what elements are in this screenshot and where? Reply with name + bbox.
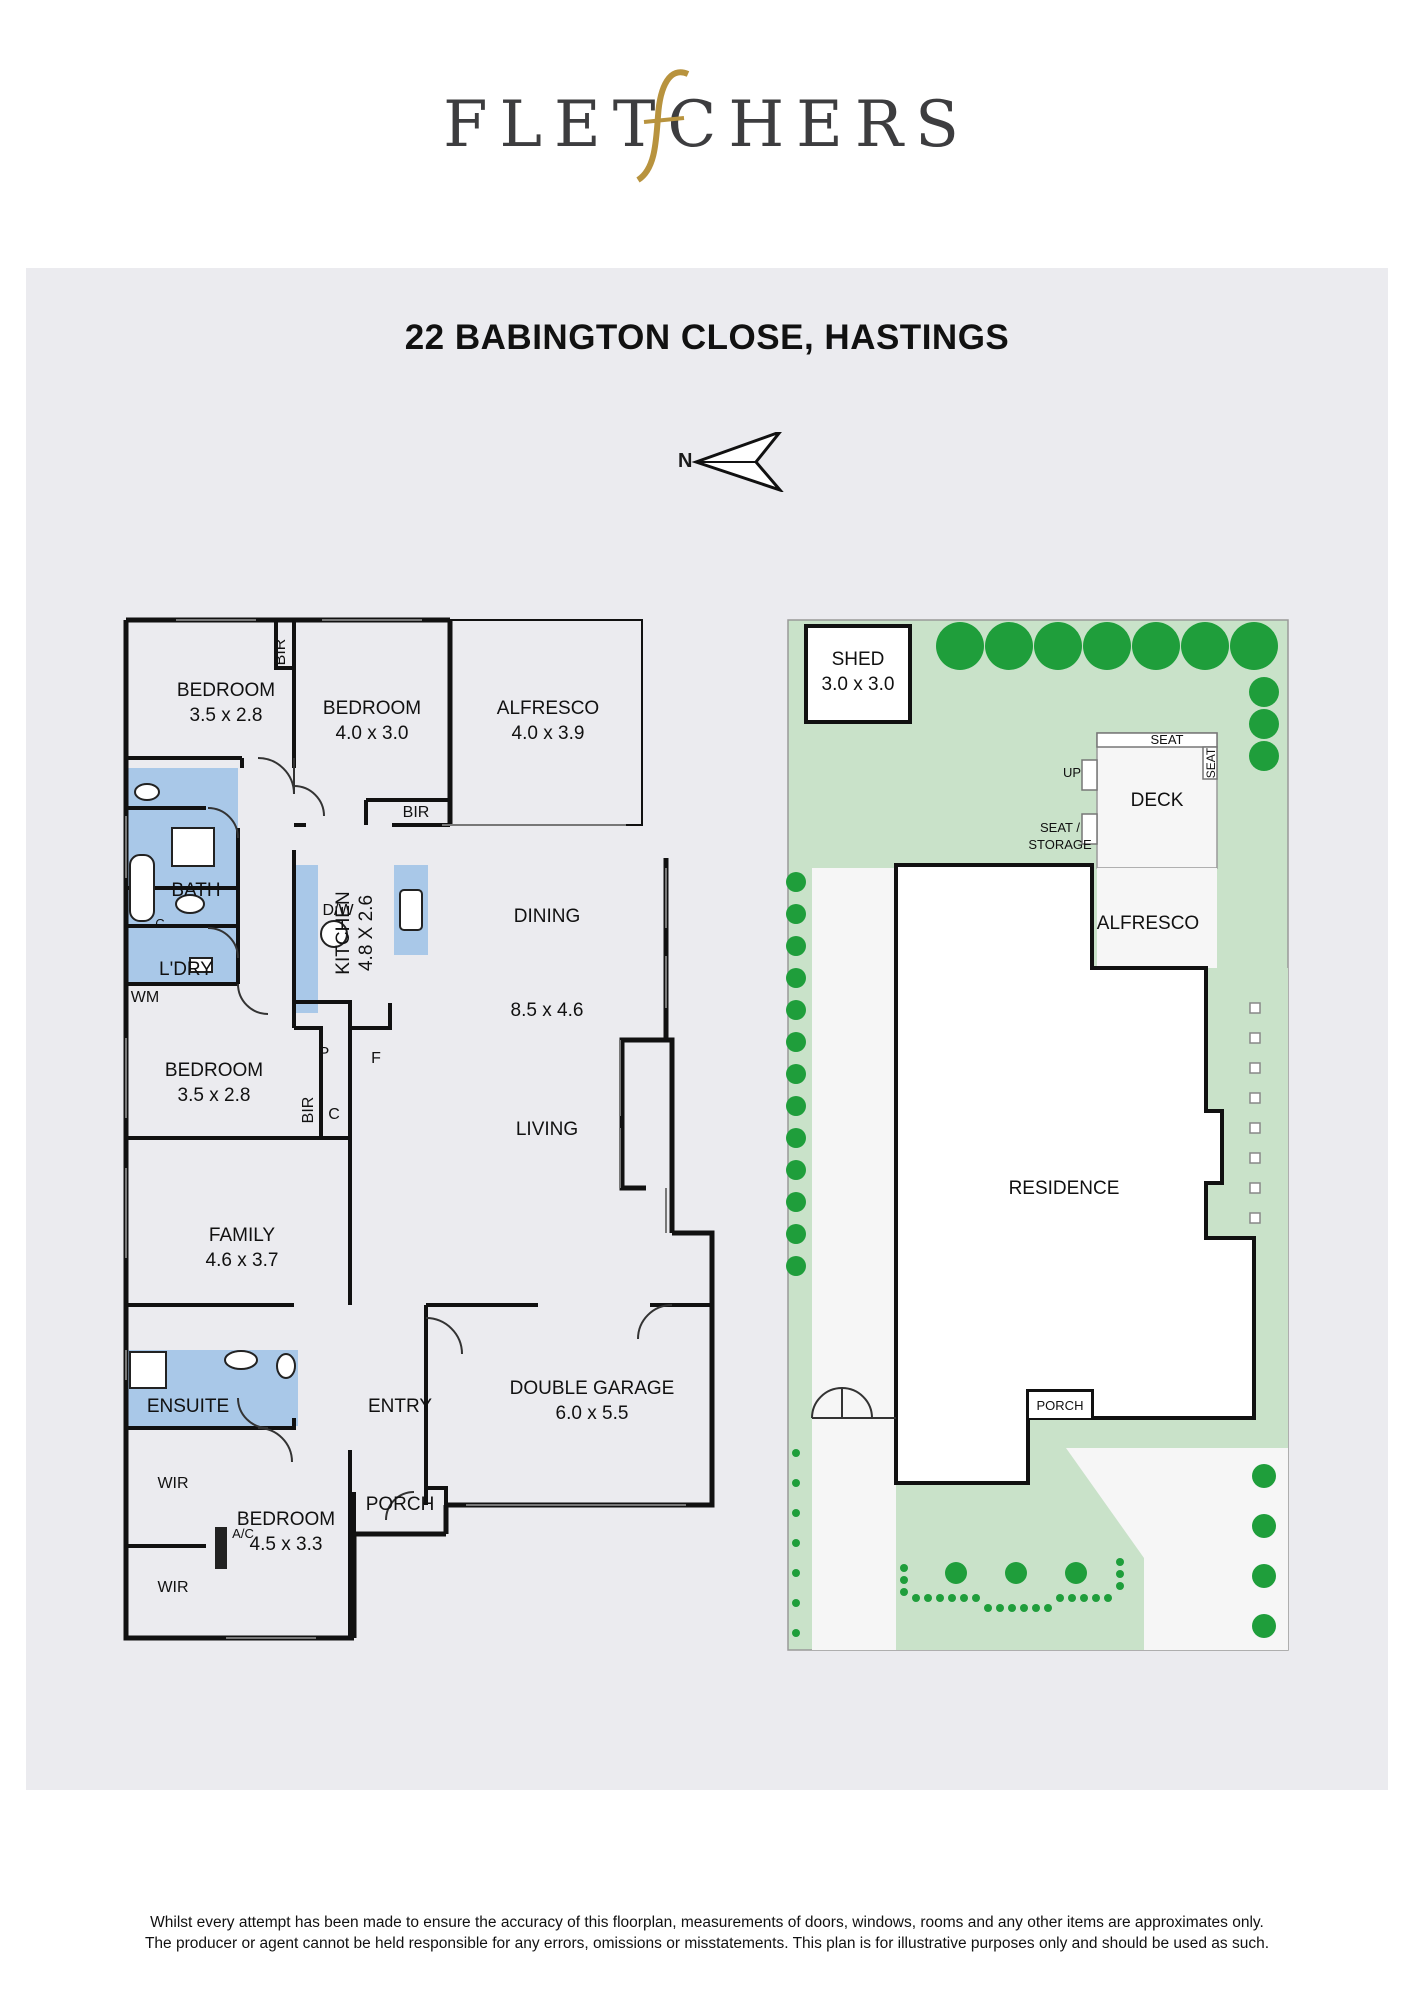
wm-label: WM <box>131 989 159 1006</box>
ensuite-shower-icon <box>129 1351 167 1389</box>
shed <box>804 624 912 724</box>
bathtub-icon <box>129 854 155 922</box>
room-dining-name: DINING <box>514 906 581 927</box>
stepping-stones <box>1249 1002 1261 1224</box>
up-label: UP <box>1063 765 1081 780</box>
compass-label: N <box>678 450 693 472</box>
room-entry-name: ENTRY <box>368 1396 432 1417</box>
ac-unit-icon <box>215 1527 227 1569</box>
laundry-tub-icon <box>189 957 213 973</box>
plan-panel: 22 BABINGTON CLOSE, HASTINGS N <box>26 268 1388 1790</box>
room-alfresco-name: ALFRESCO <box>497 698 599 719</box>
cupboard-label-bath: C <box>155 916 164 931</box>
room-kitchen-size: 4.8 X 2.6 <box>356 895 377 971</box>
site-alfresco-label: ALFRESCO <box>1097 913 1199 934</box>
alfresco-path <box>1097 868 1217 968</box>
cupboard-label-w: C <box>328 1106 340 1123</box>
toilet-icon <box>134 783 160 801</box>
residence-footprint <box>894 863 1256 1485</box>
floor-plan: BEDROOM 3.5 x 2.8 BEDROOM 4.0 x 3.0 ALFR… <box>123 617 715 1641</box>
porch-outline <box>1027 1390 1093 1420</box>
room-alfresco-size: 4.0 x 3.9 <box>512 723 585 744</box>
dining-living-size: 8.5 x 4.6 <box>511 1000 584 1021</box>
room-porch-name: PORCH <box>366 1494 435 1515</box>
logo-text: FLETCHERS <box>443 88 971 162</box>
site-porch-label: PORCH <box>1037 1398 1084 1413</box>
room-bedroom-nw-name: BEDROOM <box>177 680 275 701</box>
brand-logo: FLETCHERS <box>0 69 1414 183</box>
room-family-name: FAMILY <box>209 1225 275 1246</box>
disclaimer-line-2: The producer or agent cannot be held res… <box>144 1935 1270 1952</box>
bir-label-n: BIR <box>403 804 430 821</box>
room-bedroom-n-size: 4.0 x 3.0 <box>336 723 409 744</box>
trees <box>786 622 1279 1638</box>
room-garage-size: 6.0 x 5.5 <box>556 1403 629 1424</box>
shed-size: 3.0 x 3.0 <box>822 674 895 695</box>
fridge-label: F <box>371 1050 381 1067</box>
laundry-area <box>126 926 238 984</box>
interior-walls <box>126 620 712 1638</box>
shower-icon <box>171 827 215 867</box>
pantry-label: P <box>319 1045 330 1062</box>
room-living-name: LIVING <box>516 1119 578 1140</box>
deck-area <box>1096 732 1218 869</box>
room-ensuite-name: ENSUITE <box>147 1396 229 1417</box>
wir-label-2: WIR <box>157 1579 188 1596</box>
compass-arrow-icon <box>691 432 784 492</box>
door-swings <box>207 757 673 1521</box>
disclaimer: Whilst every attempt has been made to en… <box>0 1912 1414 1954</box>
windows <box>125 619 686 1639</box>
residence-label: RESIDENCE <box>1009 1178 1120 1199</box>
site-plan: SHED 3.0 x 3.0 DECK ALFRESCO RESIDENCE S… <box>786 619 1289 1651</box>
kitchen-bench <box>294 865 318 1013</box>
kitchen-sink-icon <box>399 889 423 931</box>
bir-label-nw: BIR <box>272 639 289 666</box>
room-bath-name: BATH <box>171 880 220 901</box>
disclaimer-line-1: Whilst every attempt has been made to en… <box>150 1914 1264 1931</box>
cooktop-icon <box>320 920 348 948</box>
ensuite-basin-icon <box>224 1350 258 1370</box>
room-bedroom-n-name: BEDROOM <box>323 698 421 719</box>
seat-storage-label-2: STORAGE <box>1028 837 1092 852</box>
ac-label: A/C <box>232 1526 254 1541</box>
room-bedroom-w-size: 3.5 x 2.8 <box>178 1085 251 1106</box>
gate-icon <box>811 1386 896 1419</box>
deck-label: DECK <box>1131 790 1184 811</box>
property-address: 22 BABINGTON CLOSE, HASTINGS <box>404 318 1010 357</box>
logo-swash-icon <box>636 69 690 183</box>
deck-fixtures <box>1081 732 1218 845</box>
seat-storage-label-1: SEAT / <box>1040 820 1080 835</box>
room-family-size: 4.6 x 3.7 <box>206 1250 279 1271</box>
wir-label-1: WIR <box>157 1475 188 1492</box>
room-bedroom-w-name: BEDROOM <box>165 1060 263 1081</box>
small-shrubs <box>792 1449 1124 1637</box>
seat-label-top: SEAT <box>1151 732 1184 747</box>
dw-label: D/W <box>322 902 354 919</box>
ensuite-toilet-icon <box>276 1353 296 1379</box>
basin-icon <box>175 894 205 914</box>
seat-label-side: SEAT <box>1204 747 1218 778</box>
room-master-size: 4.5 x 3.3 <box>250 1534 323 1555</box>
shed-name: SHED <box>832 649 885 670</box>
bir-label-w: BIR <box>300 1097 317 1124</box>
fixtures <box>129 783 423 1569</box>
room-kitchen-name: KITCHEN <box>333 891 354 974</box>
room-laundry-name: L'DRY <box>159 959 213 980</box>
room-master-name: BEDROOM <box>237 1509 335 1530</box>
room-bedroom-nw-size: 3.5 x 2.8 <box>190 705 263 726</box>
room-garage-name: DOUBLE GARAGE <box>510 1378 675 1399</box>
